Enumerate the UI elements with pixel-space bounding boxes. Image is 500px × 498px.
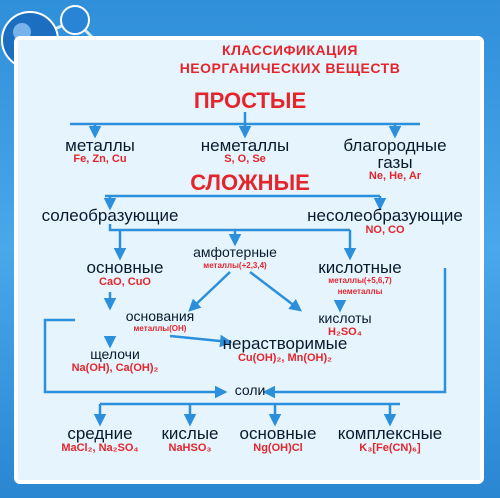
salt-type-1-label: средние bbox=[67, 424, 133, 443]
salt-type-3-examples: Ng(OH)Cl bbox=[253, 442, 303, 454]
acids-label: кислоты bbox=[318, 310, 372, 326]
insoluble-label: нерастворимые bbox=[222, 334, 348, 353]
non-salt-forming-label: несолеобразующие bbox=[307, 206, 463, 225]
acidic-oxides-note-2: неметаллы bbox=[337, 287, 383, 296]
non-salt-forming-examples: NO, CO bbox=[365, 224, 405, 236]
salt-type-2-examples: NaHSO₃ bbox=[168, 442, 212, 454]
nonmetals-label: неметаллы bbox=[200, 136, 290, 155]
content-panel bbox=[14, 36, 484, 484]
bases-note: металлы(OH) bbox=[133, 324, 187, 333]
noble-gases-label-2: газы bbox=[377, 153, 413, 172]
alkalis-label: щелочи bbox=[90, 346, 140, 362]
salt-type-1-examples: MaCl₂, Na₂SO₄ bbox=[61, 442, 139, 454]
amphoteric-note: металлы(+2,3,4) bbox=[203, 261, 267, 270]
salt-type-4-label: комплексные bbox=[337, 424, 443, 443]
acids-examples: H₂SO₄ bbox=[328, 326, 362, 338]
complex-header: СЛОЖНЫЕ bbox=[190, 170, 310, 195]
acidic-oxides-label: кислотные bbox=[318, 258, 402, 277]
simple-header: ПРОСТЫЕ bbox=[193, 88, 307, 113]
insoluble-examples: Cu(OH)₂, Mn(OH)₂ bbox=[237, 352, 333, 364]
metals-examples: Fe, Zn, Cu bbox=[73, 153, 127, 165]
basic-oxides-examples: CaO, CuO bbox=[99, 276, 151, 288]
noble-gases-label-1: благородные bbox=[343, 136, 447, 155]
acidic-oxides-note-1: металлы(+5,6,7) bbox=[328, 276, 392, 285]
nonmetals-examples: S, O, Se bbox=[224, 153, 266, 165]
noble-gases-examples: Ne, He, Ar bbox=[368, 170, 422, 182]
bases-label: основания bbox=[125, 308, 195, 324]
alkalis-examples: Na(OH), Ca(OH)₂ bbox=[71, 362, 159, 374]
metals-label: металлы bbox=[65, 136, 135, 155]
amphoteric-label: амфотерные bbox=[193, 244, 277, 260]
salts-label: соли bbox=[234, 382, 266, 398]
salt-type-2-label: кислые bbox=[161, 424, 219, 443]
salt-forming-label: солеобразующие bbox=[41, 206, 179, 225]
basic-oxides-label: основные bbox=[86, 258, 164, 277]
salt-type-3-label: основные bbox=[239, 424, 317, 443]
title-line-1: КЛАССИФИКАЦИЯ bbox=[222, 42, 358, 58]
salt-type-4-examples: K₃[Fe(CN)₆] bbox=[359, 442, 421, 454]
title-line-2: НЕОРГАНИЧЕСКИХ ВЕЩЕСТВ bbox=[179, 60, 401, 76]
